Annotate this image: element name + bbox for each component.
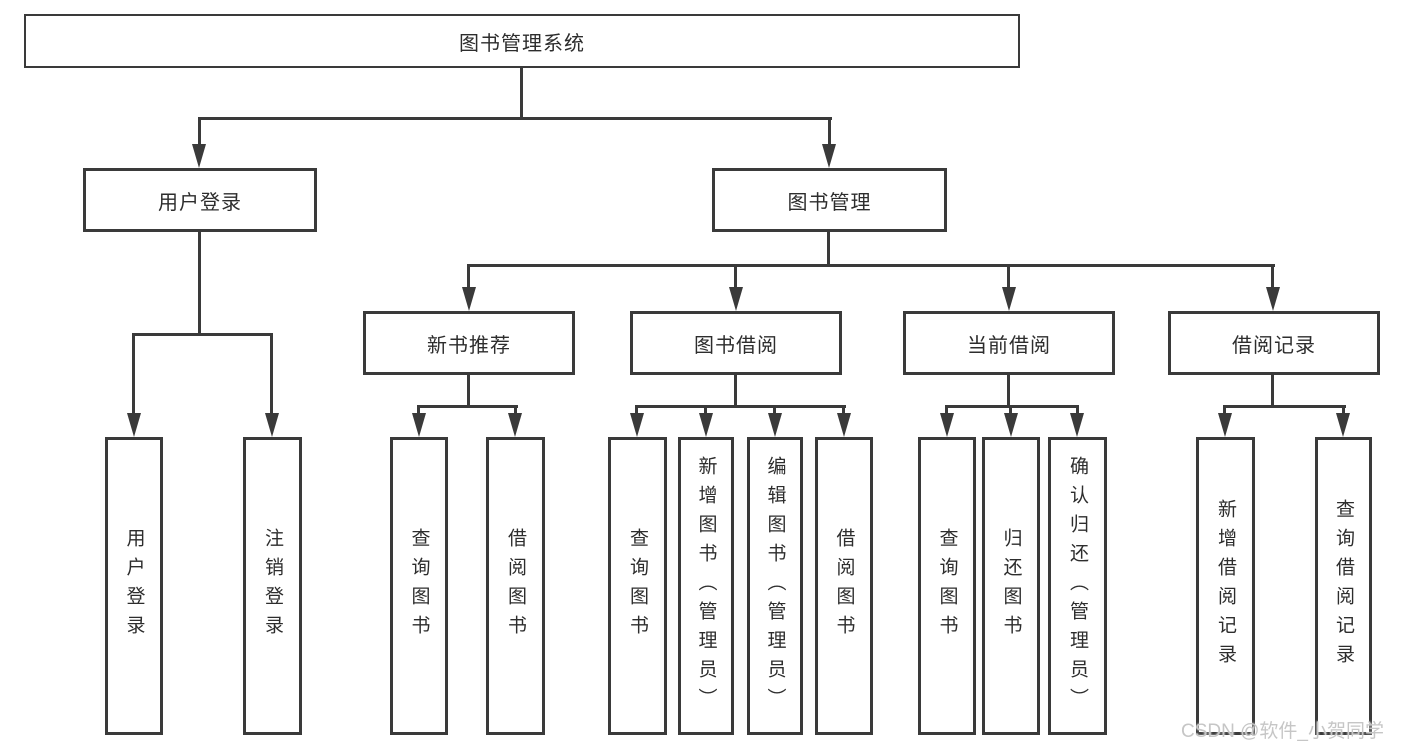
connector-line [1271, 375, 1274, 408]
arrowhead-down-icon [1004, 413, 1018, 437]
connector-line [1007, 264, 1010, 289]
leaf-query-borrow-record: 查询借阅记录 [1315, 437, 1372, 735]
arrowhead-down-icon [940, 413, 954, 437]
connector-line [945, 405, 948, 415]
connector-line [270, 333, 273, 413]
connector-line [132, 333, 135, 413]
node-book-management: 图书管理 [712, 168, 947, 232]
node-label: 借阅图书 [833, 528, 855, 644]
leaf-edit-books-admin: 编辑图书（管理员） [747, 437, 803, 735]
connector-line [467, 264, 1275, 267]
leaf-return-books: 归还图书 [982, 437, 1040, 735]
leaf-borrow-books: 借阅图书 [815, 437, 873, 735]
csdn-watermark: CSDN @软件_小贺同学 [1181, 721, 1384, 742]
arrowhead-down-icon [1002, 287, 1016, 311]
node-label: 借阅记录 [1232, 334, 1316, 357]
connector-line [132, 333, 273, 336]
arrowhead-down-icon [1336, 413, 1350, 437]
connector-line [1223, 405, 1226, 415]
arrowhead-down-icon [1218, 413, 1232, 437]
node-label: 注销登录 [262, 528, 283, 644]
arrowhead-down-icon [127, 413, 141, 437]
connector-line [1342, 405, 1345, 415]
connector-line [734, 264, 737, 289]
node-label: 图书管理 [787, 191, 872, 214]
connector-line [417, 405, 518, 408]
node-borrow-records: 借阅记录 [1168, 311, 1380, 375]
arrowhead-down-icon [630, 413, 644, 437]
node-label: 查询借阅记录 [1333, 499, 1354, 673]
connector-line [467, 375, 470, 408]
node-label: 用户登录 [123, 528, 145, 644]
node-label: 新增借阅记录 [1215, 499, 1236, 673]
node-label: 查询图书 [936, 528, 958, 644]
node-label: 图书管理系统 [459, 32, 585, 55]
connector-line [704, 405, 707, 415]
node-current-borrowing: 当前借阅 [903, 311, 1115, 375]
node-label: 新书推荐 [427, 334, 511, 357]
arrowhead-down-icon [822, 144, 836, 168]
arrowhead-down-icon [462, 287, 476, 311]
connector-line [520, 68, 523, 118]
connector-line [1007, 375, 1010, 408]
arrowhead-down-icon [837, 413, 851, 437]
arrowhead-down-icon [412, 413, 426, 437]
node-new-book-recommend: 新书推荐 [363, 311, 575, 375]
connector-line [773, 405, 776, 415]
node-label: 图书借阅 [694, 334, 778, 357]
leaf-add-borrow-record: 新增借阅记录 [1196, 437, 1255, 735]
arrowhead-down-icon [768, 413, 782, 437]
leaf-user-login: 用户登录 [105, 437, 163, 735]
connector-line [734, 375, 737, 408]
connector-line [635, 405, 846, 408]
connector-line [828, 117, 831, 146]
node-user-login: 用户登录 [83, 168, 317, 232]
connector-line [945, 405, 1079, 408]
connector-line [198, 232, 201, 336]
connector-line [1271, 264, 1274, 289]
leaf-query-books-borrow: 查询图书 [608, 437, 667, 735]
connector-line [1223, 405, 1346, 408]
arrowhead-down-icon [1266, 287, 1280, 311]
connector-line [467, 264, 470, 289]
leaf-add-books-admin: 新增图书（管理员） [678, 437, 734, 735]
node-label: 归还图书 [1000, 528, 1022, 644]
node-label: 查询图书 [627, 528, 648, 644]
leaf-query-books-current: 查询图书 [918, 437, 976, 735]
connector-line [827, 232, 830, 267]
node-system-root: 图书管理系统 [24, 14, 1020, 68]
leaf-borrow-books-recommend: 借阅图书 [486, 437, 545, 735]
leaf-confirm-return-admin: 确认归还（管理员） [1048, 437, 1107, 735]
leaf-logout: 注销登录 [243, 437, 302, 735]
connector-line [635, 405, 638, 415]
connector-line [417, 405, 420, 415]
connector-line [198, 117, 832, 120]
arrowhead-down-icon [265, 413, 279, 437]
node-label: 新增图书（管理员） [695, 455, 717, 717]
connector-line [198, 117, 201, 146]
node-label: 确认归还（管理员） [1067, 455, 1088, 717]
leaf-query-books-recommend: 查询图书 [390, 437, 448, 735]
node-label: 借阅图书 [505, 528, 526, 644]
arrowhead-down-icon [699, 413, 713, 437]
connector-line [842, 405, 845, 415]
connector-line [1009, 405, 1012, 415]
node-label: 编辑图书（管理员） [764, 455, 786, 717]
node-book-borrowing: 图书借阅 [630, 311, 842, 375]
arrowhead-down-icon [192, 144, 206, 168]
connector-line [1076, 405, 1079, 415]
node-label: 用户登录 [158, 191, 242, 214]
arrowhead-down-icon [729, 287, 743, 311]
node-label: 当前借阅 [967, 334, 1051, 357]
arrowhead-down-icon [508, 413, 522, 437]
node-label: 查询图书 [408, 528, 430, 644]
arrowhead-down-icon [1070, 413, 1084, 437]
connector-line [514, 405, 517, 415]
